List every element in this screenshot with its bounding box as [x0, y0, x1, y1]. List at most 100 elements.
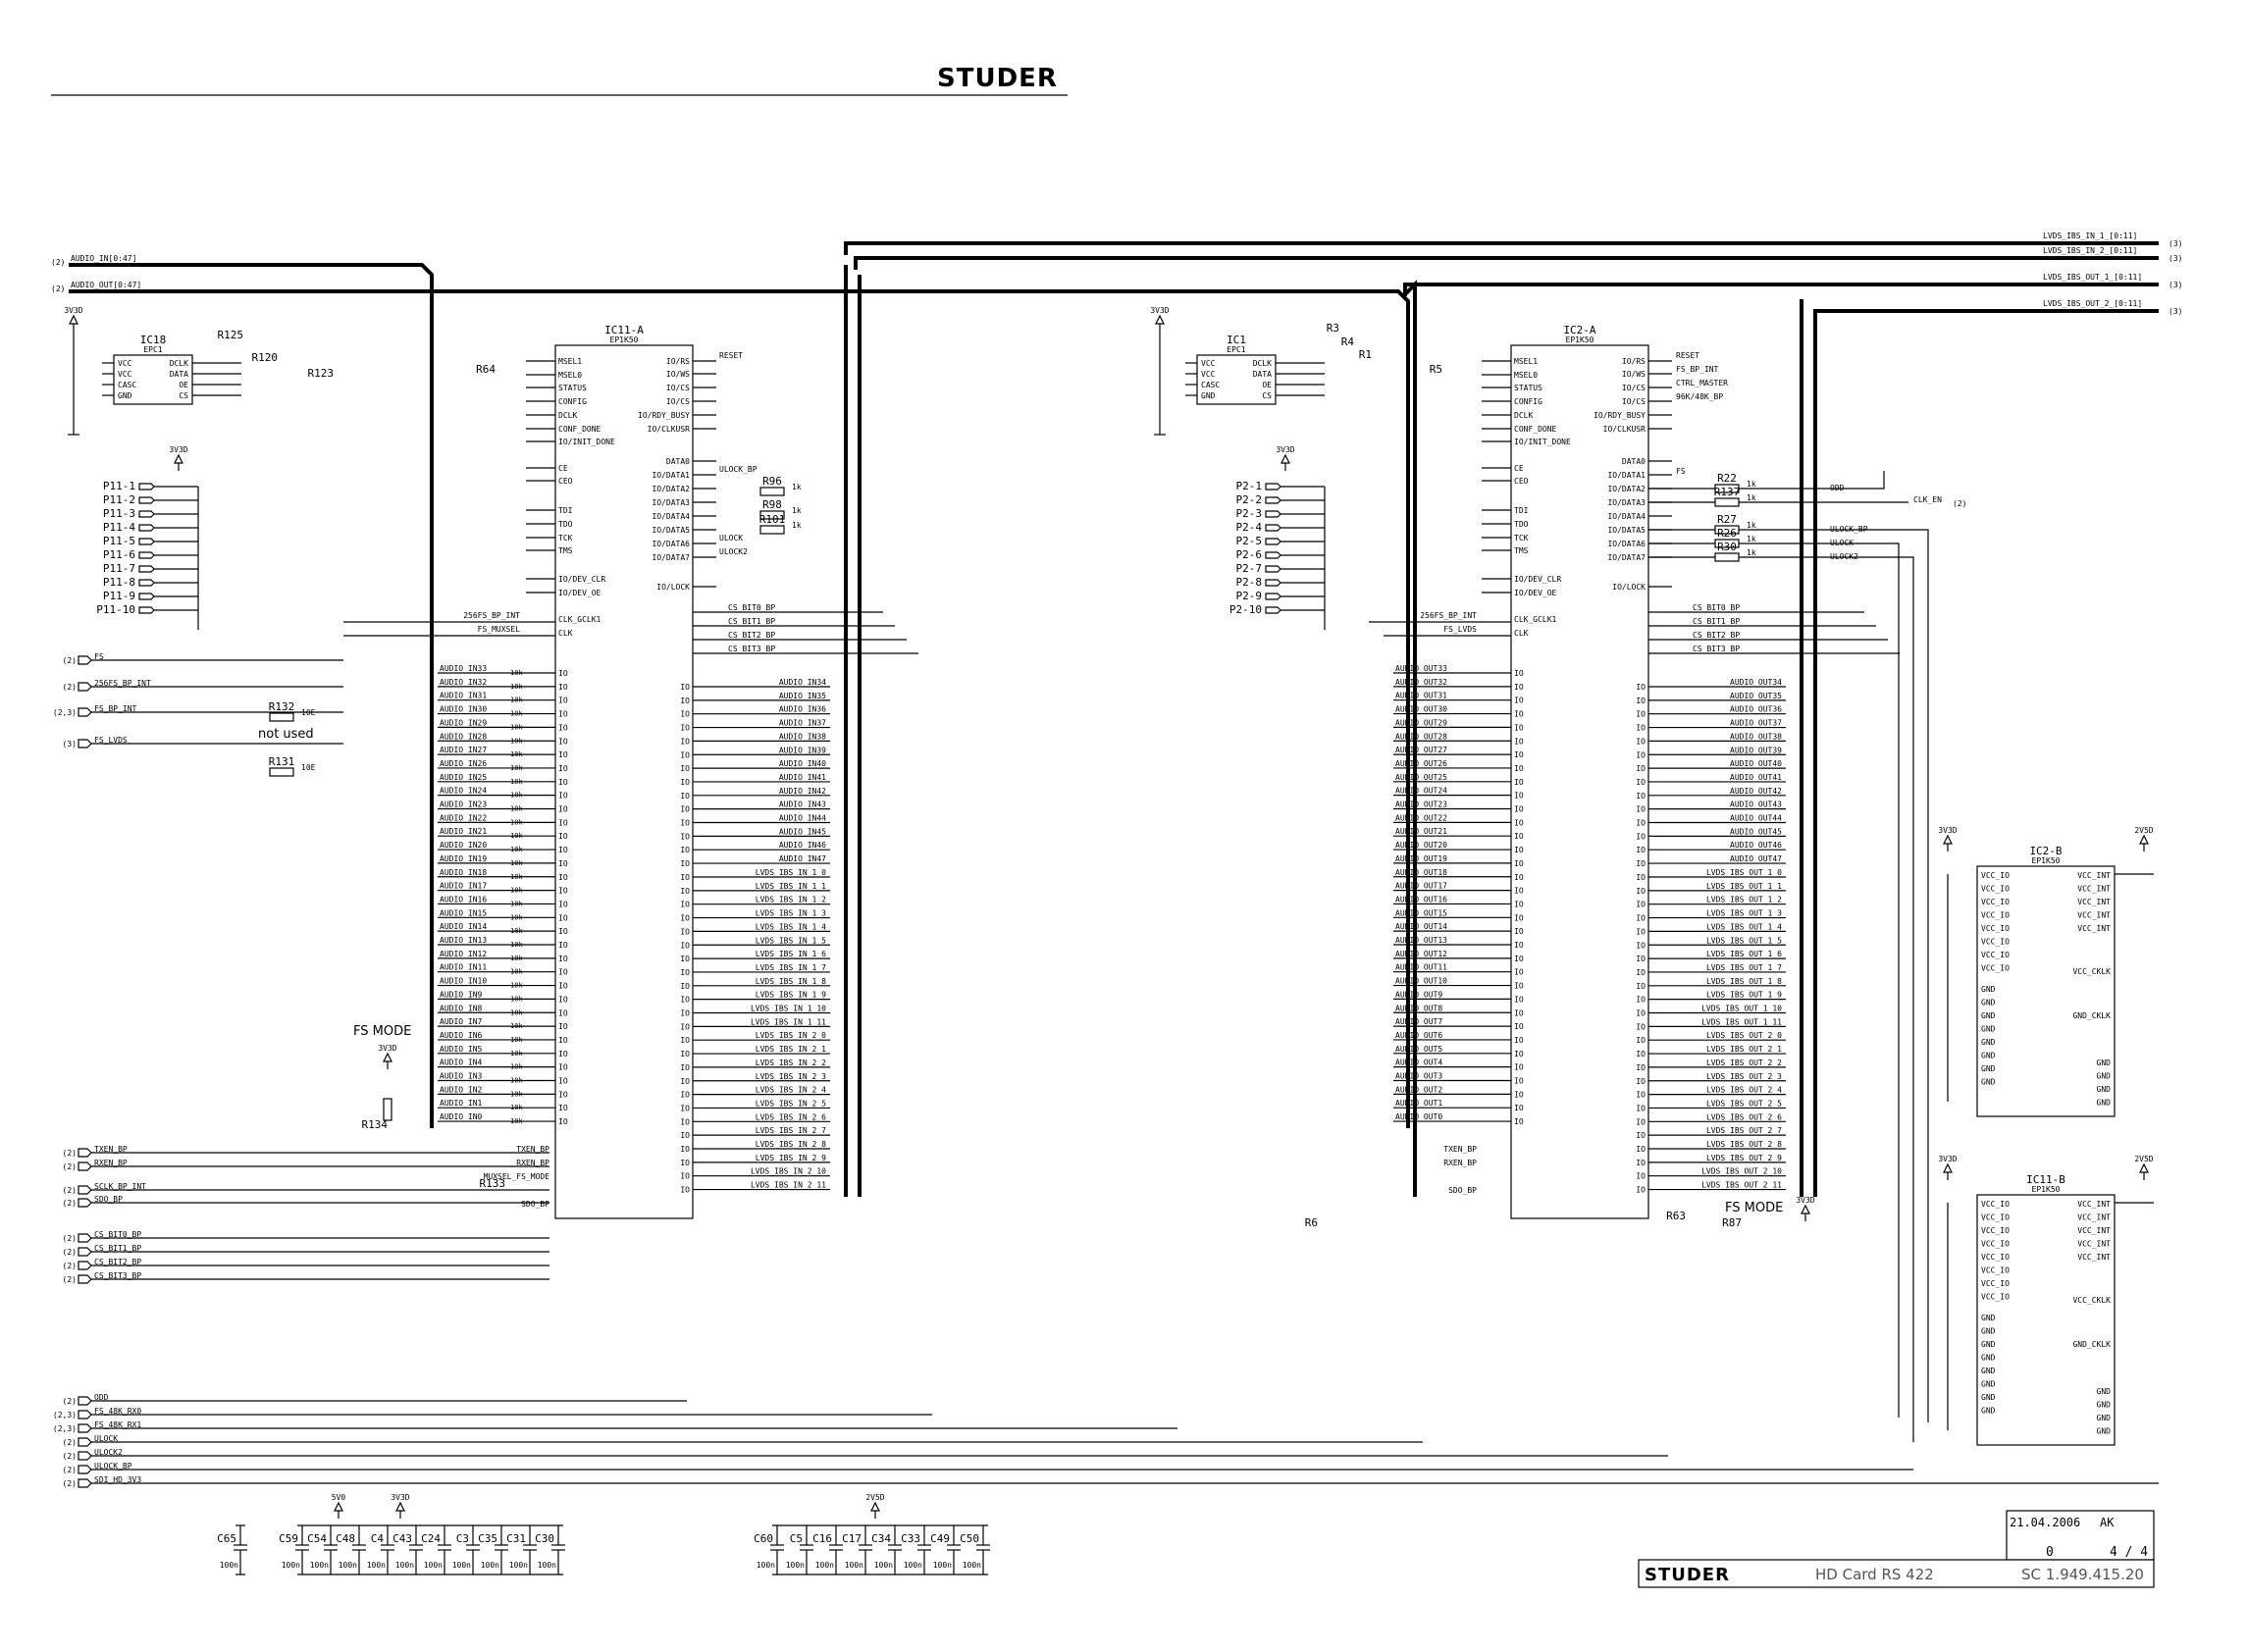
p2-pin: [1265, 565, 1281, 573]
ic2a-lvds-2: LVDS_IBS_OUT_1_2: [1706, 896, 1782, 904]
p2-0: P2-1: [1236, 480, 1263, 492]
ic2a-lvds-io-6: IO: [1636, 955, 1646, 963]
ic11a-ain-14: AUDIO_IN19: [440, 854, 487, 863]
ic2a-aout-9: AUDIO_OUT24: [1395, 787, 1447, 796]
ic11a-ain-r-io-3: IO: [680, 724, 690, 733]
caps-5v-ref-0: C65: [217, 1532, 236, 1545]
bus-ref-2: (3): [2169, 281, 2182, 289]
ic2a-cs-2: CS_BIT2_BP: [1693, 631, 1740, 640]
ic2a-ref: IC2-A: [1563, 324, 1595, 336]
ic11a-ain-0: AUDIO_IN33: [440, 664, 487, 673]
ic18-pinr-0: DCLK: [170, 359, 188, 368]
ic11a-ain-io-2: IO: [558, 697, 568, 705]
ic11a-ain-res-9: 10k: [510, 792, 523, 800]
lvds-out1-link: [1403, 280, 1417, 1197]
ic11a-ain-r-5: AUDIO_IN39: [779, 746, 826, 754]
ic11a-ain-r-3: AUDIO_IN37: [779, 719, 826, 728]
ic11a-ain-21: AUDIO_IN12: [440, 950, 487, 958]
caps-3v3-ref-2: C48: [336, 1532, 355, 1545]
ic11a-fs-muxsel: FS_MUXSEL: [478, 625, 521, 634]
note-fs-mode-left: FS MODE: [353, 1024, 411, 1039]
ic11a-ain-20: AUDIO_IN13: [440, 936, 487, 945]
rail-3v3-ic1: [1155, 314, 1165, 332]
ic11a-lvds-10: LVDS_IBS_IN_1_10: [751, 1005, 826, 1013]
lp-mid-1-label: RXEN_BP: [94, 1159, 128, 1167]
p2-4: P2-5: [1236, 535, 1263, 547]
ic11b-gnd-7: GND: [1981, 1407, 1996, 1416]
ic2b-gndr-2: GND: [2097, 1085, 2112, 1094]
rail-2v5-ic11b-label: 2V5D: [2134, 1155, 2153, 1163]
p11-3: P11-4: [103, 521, 135, 534]
ic11a-lvds-io-16: IO: [680, 1091, 690, 1100]
ic11b-gndr-1: GND: [2097, 1401, 2112, 1410]
r101-value: 1k: [792, 521, 802, 530]
ic11a-ain-18: AUDIO_IN15: [440, 908, 487, 917]
ic2a-aout-31: AUDIO_OUT2: [1395, 1085, 1442, 1094]
ic2a-clk: CLK: [1514, 629, 1529, 638]
lp-bot-3-ref: (2): [63, 1438, 77, 1447]
caps-3v3-ref-8: C31: [506, 1532, 526, 1545]
ic11a-ain-io-9: IO: [558, 792, 568, 800]
ic11a-ain-io-23: IO: [558, 982, 568, 991]
audio-in-bus-ref: (2): [51, 258, 65, 267]
ic11a-ain-io-10: IO: [558, 805, 568, 814]
ic2b-part: EP1K50: [2032, 856, 2061, 865]
ic2a-aout-io-26: IO: [1514, 1022, 1524, 1031]
ic11a-ain-res-30: 10k: [510, 1077, 523, 1085]
r3: R3: [1327, 322, 1339, 335]
lp-mid-0-ref: (2): [63, 1149, 77, 1158]
ic2a-cs-3: CS_BIT3_BP: [1693, 645, 1740, 653]
audio-out-bus-label: AUDIO_OUT[0:47]: [71, 281, 141, 289]
ic1-pinr-2: OE: [1262, 381, 1272, 389]
ic11a-rp-10: IO/DATA4: [652, 512, 690, 521]
ic2a-aout-io-23: IO: [1514, 982, 1524, 991]
r26-value: 1k: [1747, 535, 1756, 543]
ic11a-ain-r-10: AUDIO_IN44: [779, 814, 826, 823]
ic11b-body: [1976, 1194, 2116, 1446]
p2-pin: [1265, 593, 1281, 600]
ic11a-rp-8: IO/DATA2: [652, 485, 690, 493]
ic11a-ain-io-29: IO: [558, 1063, 568, 1072]
ic11a-lvds-0: LVDS_IBS_IN_1_0: [756, 868, 826, 877]
ic11a-ain-r-io-2: IO: [680, 710, 690, 719]
ic11a-lvds-io-17: IO: [680, 1104, 690, 1112]
lp-bot-1-ref: (2,3): [53, 1411, 77, 1420]
ic2a-aout-29: AUDIO_OUT4: [1395, 1058, 1442, 1067]
ic2a-aout-io-9: IO: [1514, 792, 1524, 800]
ic11a-ain-15: AUDIO_IN18: [440, 868, 487, 877]
ic11a-cfg-5: CONF_DONE: [558, 425, 601, 434]
ic11a-cfg-4: DCLK: [558, 411, 577, 420]
ic11a-ain-24: AUDIO_IN9: [440, 990, 483, 999]
ic11a-clk: CLK: [558, 629, 573, 638]
ic11a-ain-io-30: IO: [558, 1077, 568, 1086]
caps-3v3-ref-9: C30: [535, 1532, 554, 1545]
ic11a-ain-13: AUDIO_IN20: [440, 841, 487, 850]
ic2a-cfg-5: CONF_DONE: [1514, 425, 1557, 434]
ic2a-aout-io-11: IO: [1514, 818, 1524, 827]
ic2a-lvds-11: LVDS_IBS_OUT_1_11: [1701, 1017, 1782, 1026]
r101: [759, 525, 785, 535]
ic11a-ain-res-27: 10k: [510, 1036, 523, 1044]
ic2a-aout-io-25: IO: [1514, 1008, 1524, 1017]
ic2a-lvds-io-0: IO: [1636, 873, 1646, 882]
p2-3: P2-4: [1236, 521, 1263, 534]
ic11a-ain-r-0: AUDIO_IN34: [779, 678, 826, 687]
ic11a-ain-8: AUDIO_IN25: [440, 773, 487, 782]
ic11a-ain-res-17: 10k: [510, 900, 523, 907]
ic11a-lvds-9: LVDS_IBS_IN_1_9: [756, 991, 826, 1000]
ic2a-lvds-3: LVDS_IBS_OUT_1_3: [1706, 909, 1782, 918]
title-block-rev: [2006, 1510, 2155, 1561]
ic11b-vccio-5: VCC_IO: [1981, 1266, 2010, 1275]
ic1-pinl-3: GND: [1201, 391, 1216, 400]
ic2a-lvds-io-8: IO: [1636, 982, 1646, 991]
ic2a-lvds-7: LVDS_IBS_OUT_1_7: [1706, 963, 1782, 972]
lp-bot-0-ref: (2): [63, 1397, 77, 1406]
ic11b-gnd-3: GND: [1981, 1354, 1996, 1363]
ic11a-rp-1: IO/WS: [666, 370, 690, 379]
lp-bot-0-port: [78, 1396, 92, 1406]
rail-3v3-ic2b: [1943, 834, 1953, 852]
ic2a-aout-io-19: IO: [1514, 927, 1524, 936]
ic11a-ain-r-12: AUDIO_IN46: [779, 841, 826, 850]
r98: [759, 510, 785, 520]
r131: [269, 767, 294, 777]
